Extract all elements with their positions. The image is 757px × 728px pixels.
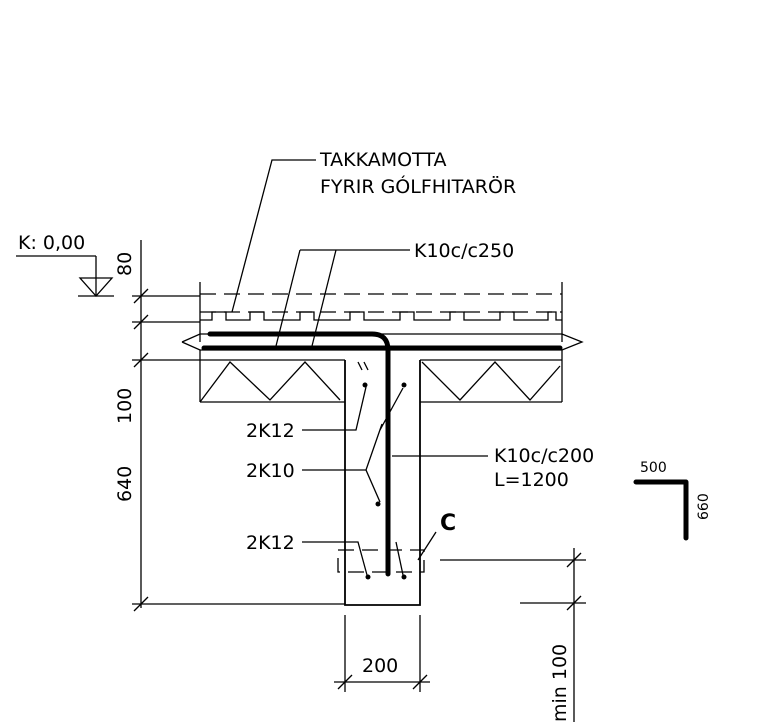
- width-dimension: [334, 615, 430, 692]
- dim-100: 100: [114, 388, 136, 424]
- rebar-dot: [365, 574, 371, 580]
- level-label: K: 0,00: [18, 232, 85, 254]
- bent-bar-detail: [633, 479, 689, 541]
- tick: [133, 288, 149, 304]
- dim-bend-500: 500: [640, 460, 667, 476]
- wall-hatch: [357, 361, 369, 371]
- floor-slab: [181, 282, 584, 403]
- rebar-dot: [401, 574, 407, 580]
- dim-bend-660: 660: [696, 493, 712, 520]
- bottom-2k12-label: 2K12: [246, 532, 295, 554]
- level-triangle: [78, 277, 114, 297]
- slab-rebar-leader-1: [275, 249, 301, 347]
- rebar-dot: [375, 501, 381, 507]
- tick: [133, 352, 149, 368]
- dim-200: 200: [362, 655, 398, 677]
- dim-min100: min 100: [549, 644, 571, 722]
- bent-bar-shape: [633, 479, 689, 541]
- rebar: [201, 331, 563, 577]
- rebar-dot: [362, 382, 368, 388]
- tick: [412, 674, 428, 690]
- tick: [566, 552, 582, 568]
- bottom-2k12-leader: [302, 541, 368, 576]
- section-c-leader: [417, 531, 437, 561]
- leaders: [231, 159, 488, 576]
- tick: [566, 595, 582, 611]
- top-2k12-leader-2: [379, 387, 404, 431]
- heating-mat-profile: [200, 311, 562, 321]
- level-marker: [16, 255, 114, 297]
- insulation-zigzag-left: [199, 361, 341, 403]
- slab-rebar-label: K10c/c250: [414, 240, 514, 262]
- takkamotta-label-line2: FYRIR GÓLFHITARÖR: [320, 174, 516, 198]
- 2k10-label: 2K10: [246, 460, 295, 482]
- foundation-wall: [337, 360, 425, 606]
- tick: [133, 314, 149, 330]
- dim-80: 80: [114, 252, 136, 276]
- section-c-label: C: [440, 511, 456, 536]
- wall-rebar-label-line1: K10c/c200: [494, 445, 594, 467]
- vertical-dimension-chain: [132, 240, 345, 612]
- wall-rebar-label-line2: L=1200: [494, 469, 569, 491]
- top-2k12-label: 2K12: [246, 420, 295, 442]
- tick: [337, 674, 353, 690]
- rebar-dot: [401, 382, 407, 388]
- takkamotta-label-line1: TAKKAMOTTA: [319, 149, 446, 171]
- wall-hooked-bar: [207, 331, 391, 577]
- min100-dimension: [440, 548, 586, 722]
- insulation-zigzag-right: [421, 361, 561, 401]
- bottom-2k12-leader-2: [395, 541, 404, 576]
- dim-640: 640: [114, 466, 136, 502]
- wall-outline: [344, 360, 421, 606]
- top-2k12-leader: [302, 386, 367, 431]
- tick: [133, 596, 149, 612]
- slab-rebar-leader-2: [311, 249, 337, 347]
- takkamotta-leader: [231, 159, 316, 313]
- 2k10-leader: [302, 423, 383, 471]
- footing-dashed-block: [337, 549, 425, 573]
- 2k10-leader-2: [365, 469, 381, 503]
